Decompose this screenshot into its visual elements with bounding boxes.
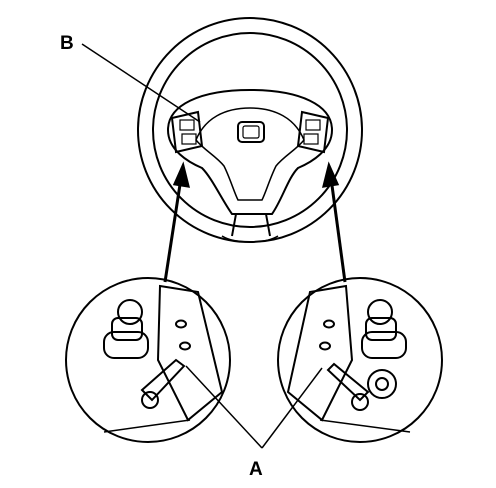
right-connector <box>367 369 397 399</box>
left-floor-line <box>103 419 191 433</box>
leader-line-b <box>81 43 201 123</box>
left-knob-body <box>111 317 143 341</box>
lower-spoke <box>231 213 271 237</box>
leader-line-a-left <box>185 365 263 449</box>
left-detail-view <box>65 277 231 443</box>
left-switch-pod <box>170 110 204 154</box>
left-screwdriver <box>140 358 186 402</box>
left-trim-hole-upper <box>175 319 187 329</box>
right-trim-hole-lower <box>319 341 331 351</box>
hub-base <box>221 235 279 243</box>
right-switch-lower <box>303 133 319 145</box>
right-floor-line <box>319 419 411 433</box>
right-arrow-head <box>321 161 340 188</box>
left-arrow-head <box>172 161 191 188</box>
left-detail-circle <box>65 277 231 443</box>
right-knob-body <box>365 317 397 341</box>
arrows <box>163 161 347 283</box>
left-knob-top <box>117 299 143 325</box>
left-knob-base <box>103 331 149 359</box>
right-switch-upper <box>305 119 321 131</box>
airbag-inner-contour <box>195 107 305 201</box>
steering-wheel <box>137 17 363 243</box>
leaders-a <box>185 365 323 449</box>
right-connector-inner <box>375 377 389 391</box>
left-trim-hole-lower <box>179 341 191 351</box>
steering-wheel-outer-rim <box>137 17 363 243</box>
right-screwdriver <box>326 362 370 402</box>
left-switch-lower <box>181 133 197 145</box>
emblem <box>237 121 265 143</box>
right-detail-circle <box>277 277 443 443</box>
right-detail-view <box>277 277 443 443</box>
left-trim-panel <box>156 284 224 422</box>
right-switch-pod <box>296 110 330 154</box>
left-screwdriver-handle <box>141 391 159 409</box>
label-b: B <box>60 33 74 54</box>
right-knob-base <box>361 331 407 359</box>
airbag-module <box>166 88 334 215</box>
label-a: A <box>249 459 263 480</box>
right-trim-panel <box>286 284 354 422</box>
steering-wheel-inner-rim <box>152 32 348 228</box>
right-knob-top <box>367 299 393 325</box>
left-arrow-shaft <box>163 177 183 283</box>
leader-line-a-right <box>261 367 323 449</box>
right-arrow-shaft <box>329 177 347 283</box>
left-switch-upper <box>179 119 195 131</box>
right-screwdriver-handle <box>351 393 369 411</box>
right-trim-hole-upper <box>323 319 335 329</box>
emblem-inner <box>242 125 260 139</box>
